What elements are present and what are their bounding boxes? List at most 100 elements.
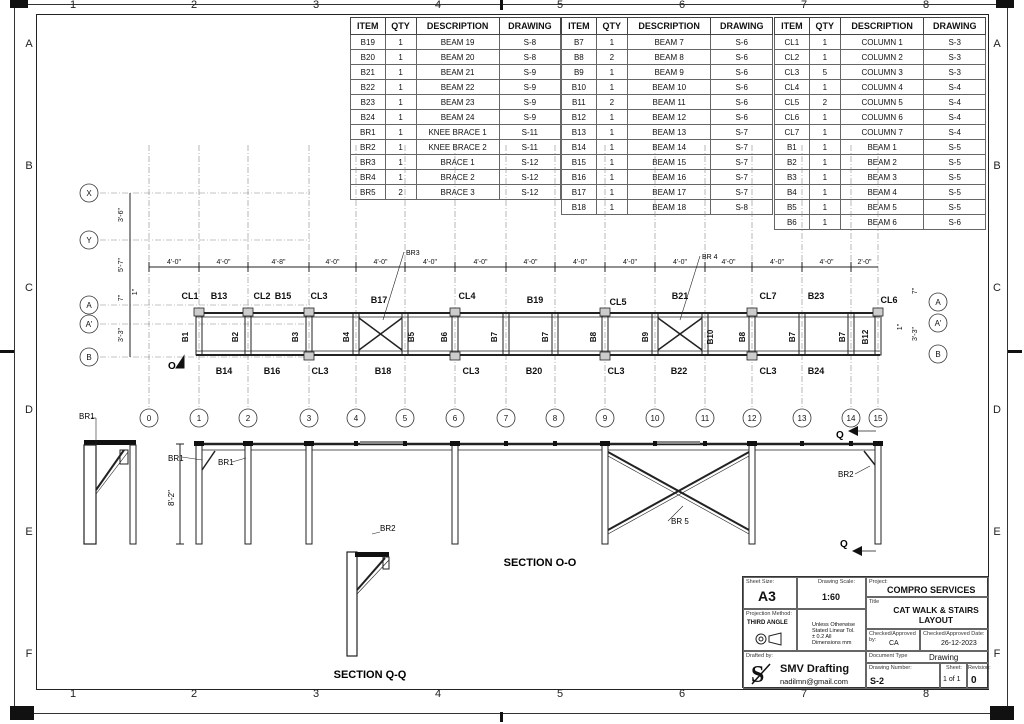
tb-scale-cell: Drawing Scale: 1:60 <box>797 577 866 609</box>
row-bubble-right <box>928 292 948 312</box>
grid-bubble-label: 8 <box>553 414 558 423</box>
row-bubble-right-label: A' <box>935 319 942 328</box>
cross-member-label: B7 <box>788 331 797 342</box>
column-cap <box>747 441 757 446</box>
svg-text:S: S <box>751 662 764 686</box>
spacing-dimension: 4'-0" <box>573 259 587 266</box>
bom-cell-qty: 1 <box>808 214 841 230</box>
tb-sheet-cell: Sheet: 1 of 1 <box>940 663 967 689</box>
section-arrow-o <box>175 354 185 369</box>
row-bubble-label: B <box>86 353 91 362</box>
grid-bubble-label: 9 <box>603 414 608 423</box>
outer-border <box>14 4 1008 714</box>
br5-brace-inner <box>607 455 750 535</box>
beam-end <box>800 441 804 446</box>
bottom-member-label: CL3 <box>607 366 624 376</box>
section-q-gusset <box>382 556 390 570</box>
zone-col-2-bottom: 2 <box>190 688 198 700</box>
elevation-height-dim: 8'-2" <box>167 490 176 506</box>
beam-end <box>703 441 707 446</box>
cross-beam <box>651 312 659 356</box>
row-bubble-label: A <box>86 301 92 310</box>
tb-title-cell: Title CAT WALK & STAIRS LAYOUT <box>866 597 989 629</box>
elevation-column <box>601 443 609 545</box>
tb-tol-line3: ± 0.2 All <box>812 634 832 640</box>
grid-bubble <box>595 408 615 428</box>
br1-leader-b <box>231 457 247 463</box>
column-cap <box>600 441 610 446</box>
tb-sheet-size-label: Sheet Size: <box>746 579 775 585</box>
grid-bubble-label: 13 <box>798 414 807 423</box>
br2-leader <box>854 465 871 475</box>
bom-cell-qty: 1 <box>595 199 628 215</box>
section-q-mark-top: Q <box>836 430 844 441</box>
br3-label: BR3 <box>406 250 420 257</box>
bottom-member-label: B20 <box>526 366 543 376</box>
spacing-dimension: 4'-0" <box>524 259 538 266</box>
zone-col-2-top: 2 <box>190 0 198 11</box>
zone-row-f-left: F <box>25 648 33 660</box>
bottom-member-label: B16 <box>264 366 281 376</box>
top-member-label: B15 <box>275 291 292 301</box>
bom-cell-drawing: S-12 <box>498 184 562 200</box>
tb-project-label: Project: <box>869 579 888 585</box>
grid-bubble <box>645 408 665 428</box>
tb-drawing-no-label: Drawing Number: <box>869 665 912 671</box>
grid-bubble-label: 5 <box>403 414 408 423</box>
spacing-dimension: 4'-0" <box>423 259 437 266</box>
tb-revision: 0 <box>971 675 977 686</box>
zone-col-6-top: 6 <box>678 0 686 11</box>
tb-scale: 1:60 <box>822 592 841 602</box>
column-plate-top <box>242 307 254 317</box>
section-q-beam <box>355 552 389 557</box>
row-bubble-label: X <box>86 189 92 198</box>
tb-title-line1: CAT WALK & STAIRS <box>893 605 979 615</box>
corner-mark-br <box>990 706 1014 720</box>
column-plate-bottom <box>746 351 758 361</box>
grid-bubble-label: 6 <box>453 414 458 423</box>
row-bubble-right-label: A <box>935 298 941 307</box>
grid-bubble <box>395 408 415 428</box>
elevation-column <box>748 443 756 545</box>
zone-row-f-right: F <box>993 648 1001 660</box>
beam-end <box>403 441 407 446</box>
tb-date-label: Checked/Approved Date: <box>923 631 985 637</box>
detail-column-right <box>129 444 137 545</box>
tb-drawing-no-cell: Drawing Number: S-2 <box>866 663 940 689</box>
zone-row-e-right: E <box>993 526 1001 538</box>
bom-cell-drawing: S-5 <box>923 139 986 155</box>
top-member-label: B19 <box>527 295 544 305</box>
zone-col-7-bottom: 7 <box>800 688 808 700</box>
bom-cell-description: BEAM 6 <box>839 214 925 230</box>
cross-member-label: B7 <box>541 331 550 342</box>
knee-brace-br2 <box>863 450 876 466</box>
grid-bubble <box>496 408 516 428</box>
cross-beam <box>847 312 855 356</box>
cross-member-label: B3 <box>291 331 300 342</box>
elevation-column <box>305 443 313 545</box>
grid-bubble-label: 7 <box>504 414 509 423</box>
grid-bubble <box>238 408 258 428</box>
detail-column-left <box>83 444 97 545</box>
beam-end <box>354 441 358 446</box>
bottom-member-label: B22 <box>671 366 688 376</box>
row-bubble <box>79 347 99 367</box>
grid-bubble-label: 14 <box>847 414 856 423</box>
center-mark-right <box>1008 350 1022 353</box>
row-bubble <box>79 295 99 315</box>
tb-sheet: 1 of 1 <box>943 676 961 683</box>
spacing-dimension: 4'-0" <box>623 259 637 266</box>
elevation-column <box>874 443 882 545</box>
beam-end <box>849 441 853 446</box>
spacing-dimension: 4'-0" <box>374 259 388 266</box>
tb-doc-type: Drawing <box>929 653 959 662</box>
row-bubble-label: A' <box>86 320 93 329</box>
tb-project: COMPRO SERVICES <box>887 585 976 595</box>
vertical-dimension-right: 7" <box>912 287 919 294</box>
